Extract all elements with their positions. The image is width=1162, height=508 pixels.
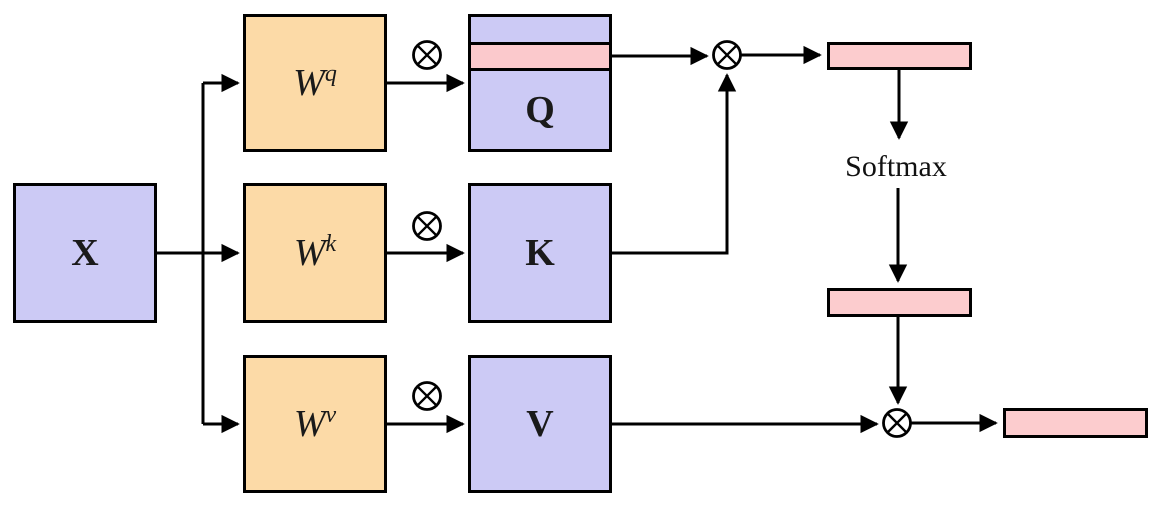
- query-matrix-box: Q: [468, 14, 612, 152]
- input-matrix-label: X: [71, 232, 99, 274]
- circled-times-icon-query-key: [712, 40, 742, 70]
- circled-times-icon-weight-query: [412, 40, 442, 70]
- weight-query-box: Wq: [243, 14, 387, 152]
- circled-times-icon-weight-value: [412, 381, 442, 411]
- query-matrix-label: Q: [525, 89, 555, 131]
- input-matrix-box: X: [13, 183, 157, 323]
- arrow-key-to-matmul: [612, 73, 737, 255]
- value-matrix-box: V: [468, 355, 612, 493]
- attention-weights-bar: [827, 288, 972, 317]
- query-body: Q: [471, 71, 609, 149]
- query-top-row: [471, 17, 609, 45]
- attention-score-bar: [827, 42, 972, 70]
- weight-query-label: Wq: [293, 61, 337, 104]
- output-bar: [1003, 408, 1148, 438]
- softmax-label: Softmax: [845, 150, 947, 183]
- weight-key-box: Wk: [243, 183, 387, 323]
- weight-value-box: Wv: [243, 355, 387, 493]
- query-highlighted-row: [471, 45, 609, 71]
- circled-times-icon-weights-value: [882, 408, 912, 438]
- key-matrix-label: K: [525, 232, 555, 274]
- weight-key-label: Wk: [293, 231, 337, 274]
- circled-times-icon-weight-key: [412, 211, 442, 241]
- key-matrix-box: K: [468, 183, 612, 323]
- value-matrix-label: V: [526, 403, 554, 445]
- weight-value-label: Wv: [293, 402, 337, 445]
